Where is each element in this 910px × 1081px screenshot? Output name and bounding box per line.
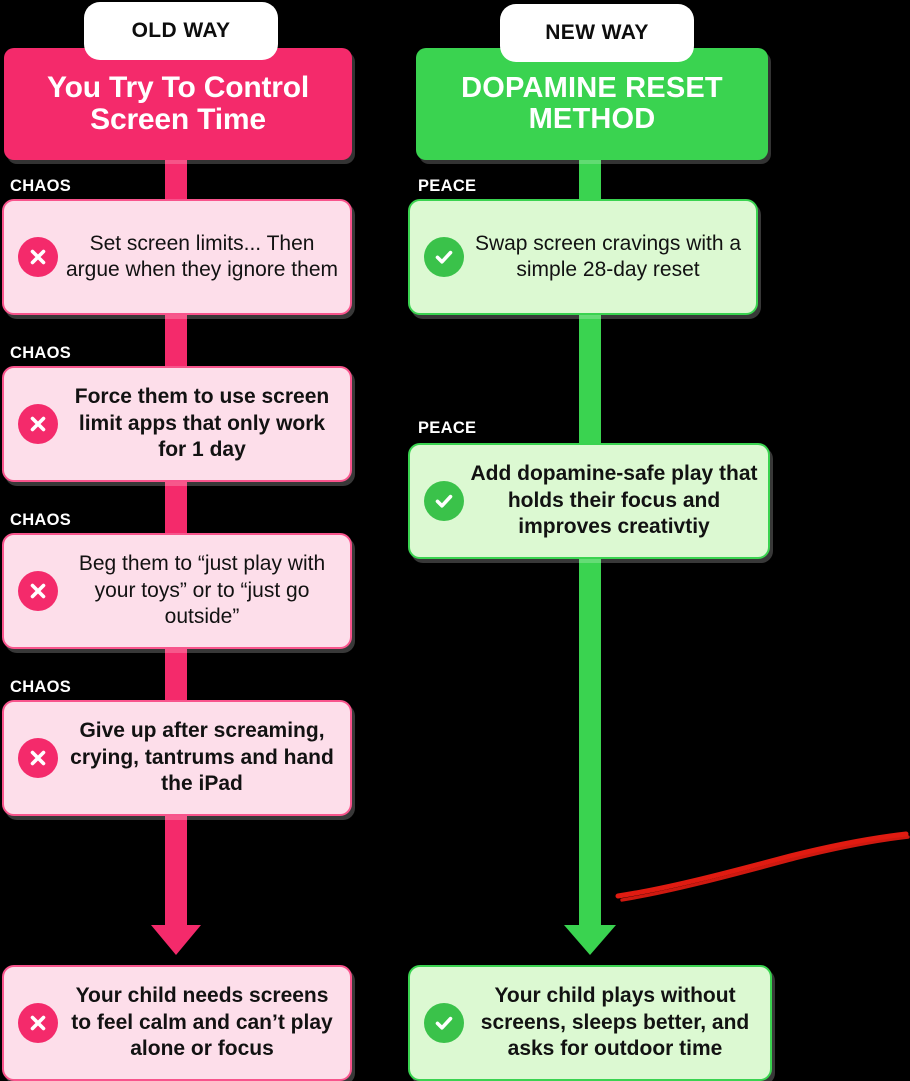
right-step-label-1: PEACE bbox=[418, 177, 477, 195]
left-outcome-text: Your child needs screens to feel calm an… bbox=[71, 984, 333, 1061]
right-banner: DOPAMINE RESET METHOD bbox=[416, 48, 768, 160]
x-circle-icon bbox=[18, 571, 58, 611]
tab-old-way[interactable]: OLD WAY bbox=[84, 2, 278, 60]
x-circle-icon bbox=[18, 237, 58, 277]
left-step-label-1: CHAOS bbox=[10, 177, 72, 195]
left-banner: You Try To Control Screen Time bbox=[4, 48, 352, 160]
left-step-card-1[interactable]: Set screen limits... Then argue when the… bbox=[2, 199, 352, 315]
left-banner-title: You Try To Control Screen Time bbox=[47, 70, 309, 136]
right-outcome-card[interactable]: Your child plays without screens, sleeps… bbox=[408, 965, 772, 1081]
right-step-label-2: PEACE bbox=[418, 419, 477, 437]
tab-old-way-label: OLD WAY bbox=[131, 19, 231, 42]
check-circle-icon bbox=[424, 237, 464, 277]
x-circle-icon bbox=[18, 738, 58, 778]
left-step-card-2[interactable]: Force them to use screen limit apps that… bbox=[2, 366, 352, 482]
left-step-label-3: CHAOS bbox=[10, 511, 72, 529]
left-step-text-4: Give up after screaming, crying, tantrum… bbox=[70, 719, 334, 796]
right-step-text-1: Swap screen cravings with a simple 28-da… bbox=[474, 231, 742, 281]
right-step-text-2: Add dopamine-safe play that holds their … bbox=[470, 462, 758, 539]
tab-new-way[interactable]: NEW WAY bbox=[500, 4, 694, 62]
right-step-card-2[interactable]: Add dopamine-safe play that holds their … bbox=[408, 443, 770, 559]
left-step-label-2: CHAOS bbox=[10, 344, 72, 362]
left-step-text-3: Beg them to “just play with your toys” o… bbox=[78, 552, 326, 629]
right-connector-arrowhead bbox=[564, 925, 616, 955]
right-step-card-1[interactable]: Swap screen cravings with a simple 28-da… bbox=[408, 199, 758, 315]
left-outcome-card[interactable]: Your child needs screens to feel calm an… bbox=[2, 965, 352, 1081]
x-circle-icon bbox=[18, 404, 58, 444]
left-step-text-1: Set screen limits... Then argue when the… bbox=[65, 231, 338, 281]
right-outcome-text: Your child plays without screens, sleeps… bbox=[480, 984, 750, 1061]
check-circle-icon bbox=[424, 481, 464, 521]
left-connector-arrowhead bbox=[151, 925, 201, 955]
right-banner-title: DOPAMINE RESET METHOD bbox=[461, 71, 723, 135]
left-step-card-3[interactable]: Beg them to “just play with your toys” o… bbox=[2, 533, 352, 649]
left-step-text-2: Force them to use screen limit apps that… bbox=[74, 385, 330, 462]
left-step-label-4: CHAOS bbox=[10, 678, 72, 696]
tab-new-way-label: NEW WAY bbox=[545, 21, 649, 44]
left-step-card-4[interactable]: Give up after screaming, crying, tantrum… bbox=[2, 700, 352, 816]
x-circle-icon bbox=[18, 1003, 58, 1043]
check-circle-icon bbox=[424, 1003, 464, 1043]
red-underline-scribble bbox=[615, 831, 910, 902]
